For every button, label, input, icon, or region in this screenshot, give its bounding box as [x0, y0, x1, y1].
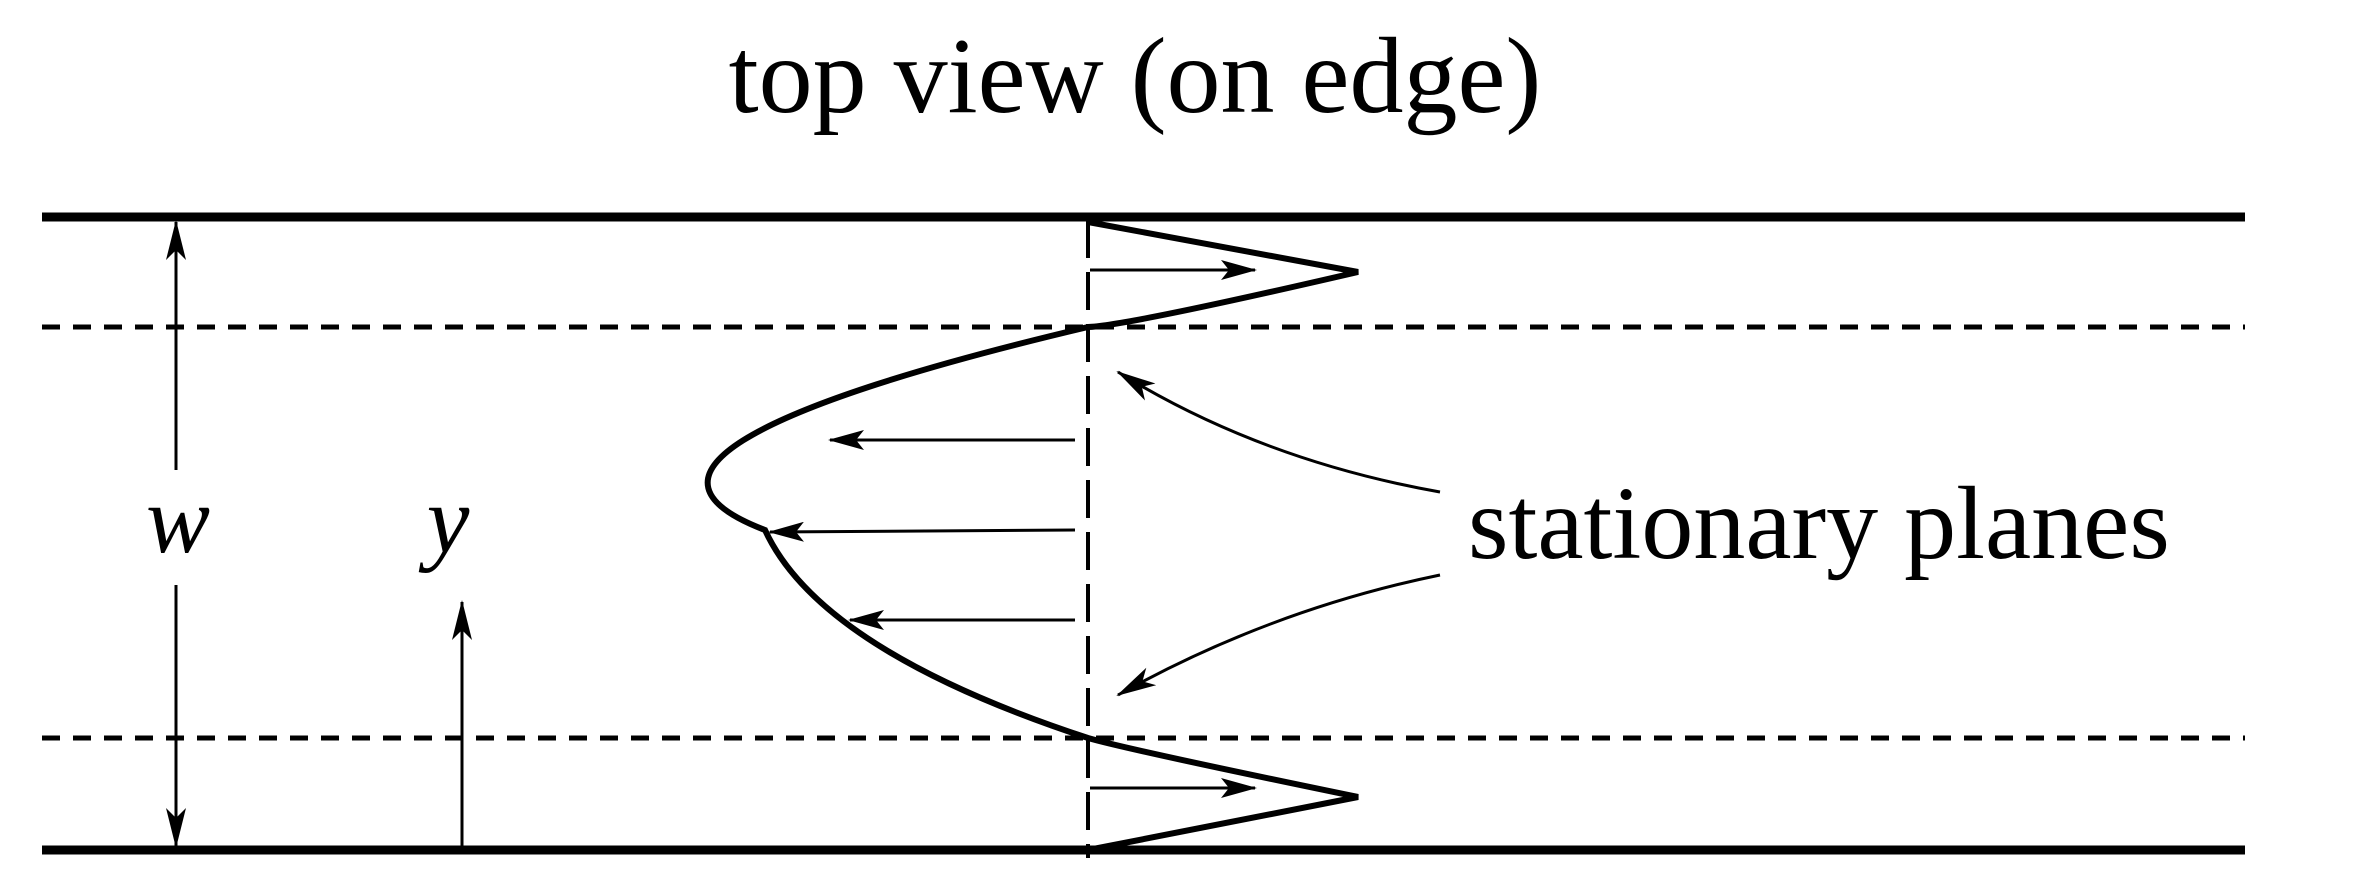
pointer-arrow-upper	[1116, 370, 1441, 494]
diagram-title: top view (on edge)	[729, 17, 1542, 136]
stationary-planes-label: stationary planes	[1468, 466, 2170, 581]
pointer-arrow-lower	[1116, 573, 1441, 697]
width-label: w	[146, 466, 210, 573]
velocity-profile-curve	[704, 219, 1359, 853]
velocity-arrow-center	[768, 521, 1076, 542]
position-label: y	[418, 466, 470, 573]
